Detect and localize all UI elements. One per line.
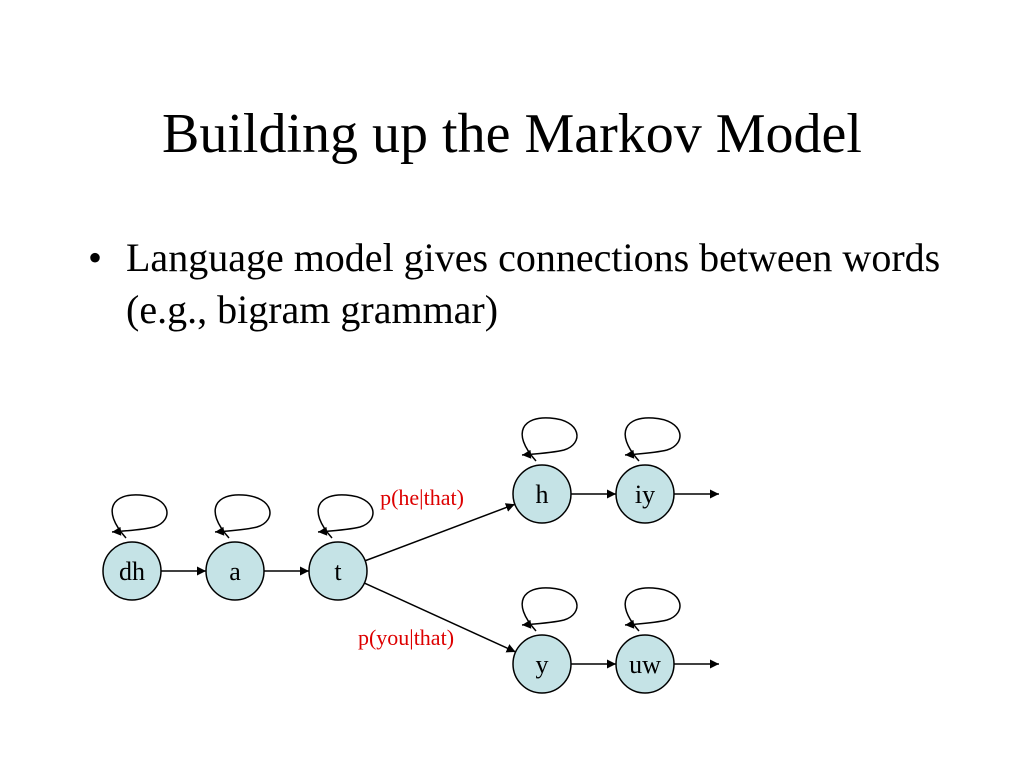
transition-edges (161, 489, 719, 669)
bullet-marker: • (88, 235, 103, 280)
state-label-t: t (334, 557, 342, 586)
self-loop-t (317, 494, 374, 539)
state-circle-a (205, 541, 265, 601)
state-node-dh: dh (102, 541, 162, 601)
state-label-dh: dh (119, 557, 145, 586)
state-node-iy: iy (615, 464, 675, 524)
state-label-a: a (229, 557, 241, 586)
state-node-a: a (205, 541, 265, 601)
self-loop-a (214, 494, 271, 539)
edge-labels: p(he|that) p(you|that) (358, 485, 464, 650)
edge-label-t-to-y: p(you|that) (358, 625, 454, 650)
state-circle-t (308, 541, 368, 601)
state-node-t: t (308, 541, 368, 601)
state-circle-h (512, 464, 572, 524)
edge-t-to-y (364, 582, 516, 653)
bullet-list: • Language model gives connections betwe… (88, 232, 968, 336)
state-circle-iy (615, 464, 675, 524)
bullet-text: Language model gives connections between… (126, 235, 941, 332)
self-loop-dh (111, 494, 168, 539)
self-loop-y (521, 587, 578, 632)
bullet-item: • Language model gives connections betwe… (88, 232, 968, 336)
state-node-uw: uw (615, 634, 675, 694)
edge-t-to-h (364, 503, 516, 562)
state-label-iy: iy (635, 480, 655, 509)
self-loop-uw (624, 587, 681, 632)
state-circle-uw (615, 634, 675, 694)
state-node-y: y (512, 634, 572, 694)
state-label-h: h (536, 480, 549, 509)
state-nodes: dh a t h iy y uw (102, 464, 675, 694)
slide-title: Building up the Markov Model (162, 103, 862, 165)
state-circle-y (512, 634, 572, 694)
state-circle-dh (102, 541, 162, 601)
self-loops (111, 417, 681, 632)
self-loop-h (521, 417, 578, 462)
edge-label-t-to-h: p(he|that) (380, 485, 464, 510)
state-label-uw: uw (629, 650, 661, 679)
state-label-y: y (536, 650, 549, 679)
state-node-h: h (512, 464, 572, 524)
self-loop-iy (624, 417, 681, 462)
